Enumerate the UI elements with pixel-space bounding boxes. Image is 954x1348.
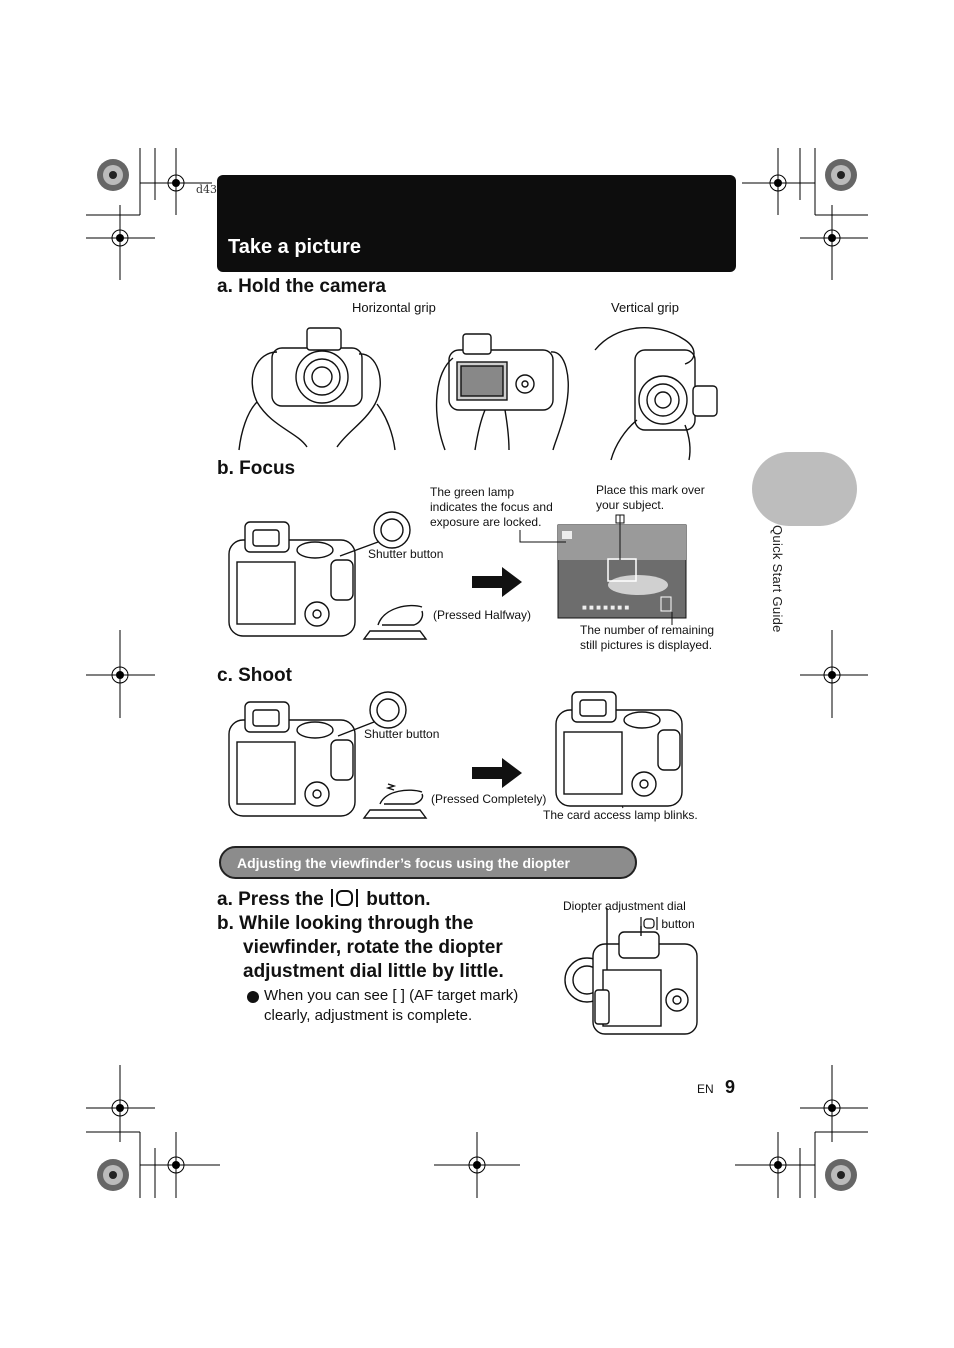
- diopter-note-line-1: When you can see [ ] (AF target mark): [264, 987, 519, 1004]
- remaining-line-1: The number of remaining: [580, 623, 715, 637]
- step-a-post: button.: [360, 889, 431, 910]
- diopter-banner: [219, 846, 637, 879]
- vertical-grip-illustration: [594, 327, 718, 461]
- place-mark-note: Place this mark over your subject.: [596, 483, 705, 513]
- vertical-grip-label: Vertical grip: [611, 300, 679, 315]
- step-a-pre: a. Press the: [217, 889, 329, 910]
- page-number: 9: [725, 1077, 736, 1097]
- viewfinder-button-icon: [330, 889, 358, 907]
- finger-completely-icon: [362, 783, 428, 819]
- camera-after-shoot-illustration: [555, 691, 683, 807]
- right-arrow-icon-2: [472, 758, 522, 788]
- step-b-line-2: viewfinder, rotate the diopter: [243, 937, 503, 958]
- step-b-line-3: adjustment dial little by little.: [243, 961, 504, 982]
- camera-diopter-illustration: [564, 908, 698, 1035]
- focus-shutter-label: Shutter button: [368, 547, 444, 561]
- finger-halfway-icon: [362, 604, 428, 640]
- card-access-lamp-note: The card access lamp blinks.: [543, 808, 698, 822]
- svg-text:■ ■ ■ ■ ■ ■ ■: ■ ■ ■ ■ ■ ■ ■: [582, 603, 629, 612]
- shutter-button-zoom-icon: [339, 511, 411, 557]
- header-bar: [217, 175, 736, 272]
- page-title: Take a picture: [228, 236, 362, 258]
- step-a: a. Press the button.: [217, 888, 431, 912]
- horizontal-grip-label: Horizontal grip: [352, 300, 436, 315]
- right-arrow-icon: [472, 567, 522, 597]
- side-tab: [752, 452, 857, 526]
- horizontal-grip-back-illustration: [435, 333, 569, 451]
- callout-lines: [519, 514, 673, 809]
- green-lamp-line-3: exposure are locked.: [430, 515, 542, 529]
- language-code: EN: [697, 1082, 714, 1096]
- camera-shoot-illustration: [228, 701, 356, 817]
- step-b: b. While looking through the viewfinder,…: [217, 912, 504, 984]
- pressed-completely-label: (Pressed Completely): [431, 792, 547, 806]
- lcd-preview-image: ■ ■ ■ ■ ■ ■ ■: [557, 524, 687, 619]
- diopter-note: When you can see [ ] (AF target mark) cl…: [264, 986, 518, 1026]
- green-lamp-line-2: indicates the focus and: [430, 500, 553, 514]
- section-a-title: a. Hold the camera: [217, 276, 386, 297]
- side-tab-label: Quick Start Guide: [770, 525, 785, 633]
- place-mark-line-2: your subject.: [596, 498, 665, 512]
- green-lamp-note: The green lamp indicates the focus and e…: [430, 485, 553, 530]
- shutter-button-zoom-icon-2: [337, 691, 407, 737]
- bullet-dot: [247, 991, 259, 1003]
- place-mark-line-1: Place this mark over: [596, 483, 705, 497]
- green-lamp-line-1: The green lamp: [430, 485, 515, 499]
- diopter-note-line-2: clearly, adjustment is complete.: [264, 1007, 473, 1024]
- remaining-pictures-note: The number of remaining still pictures i…: [580, 623, 714, 653]
- remaining-line-2: still pictures is displayed.: [580, 638, 713, 652]
- viewfinder-button-small-icon: [640, 917, 658, 930]
- camera-focus-illustration: [228, 521, 356, 637]
- section-b-title: b. Focus: [217, 458, 296, 479]
- diopter-dial-label: Diopter adjustment dial: [563, 899, 686, 913]
- pressed-halfway-label: (Pressed Halfway): [433, 608, 532, 622]
- horizontal-grip-front-illustration: [238, 327, 396, 451]
- section-c-title: c. Shoot: [217, 665, 292, 686]
- diopter-banner-text: Adjusting the viewfinder’s focus using t…: [237, 855, 570, 871]
- viewfinder-button-label: button: [661, 917, 695, 931]
- step-b-line-1: b. While looking through the: [217, 913, 474, 934]
- shoot-shutter-label: Shutter button: [364, 727, 440, 741]
- job-code: d43: [196, 183, 218, 196]
